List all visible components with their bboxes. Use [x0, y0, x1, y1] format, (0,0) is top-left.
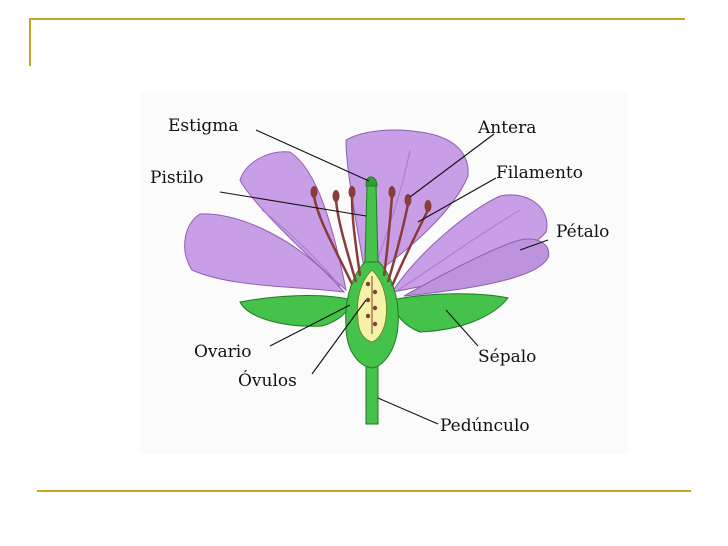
- petal-far-right: [403, 238, 550, 297]
- anther: [388, 186, 396, 198]
- ovary: [345, 255, 399, 369]
- label-estigma: Estigma: [168, 116, 239, 136]
- label-sepalo: Sépalo: [478, 347, 536, 367]
- label-ovario: Ovario: [194, 342, 251, 362]
- leader-estigma: [255, 129, 370, 182]
- leader-petalo: [519, 239, 549, 251]
- ovules: [365, 276, 378, 334]
- petal-vein: [397, 209, 521, 291]
- leader-filamento: [417, 177, 497, 223]
- stigma: [365, 176, 378, 187]
- bottom-accent-rule: [37, 490, 691, 492]
- petal-vein: [261, 209, 341, 287]
- label-pistilo: Pistilo: [150, 168, 204, 188]
- stamens: [310, 186, 432, 287]
- leader-pedunculo: [377, 397, 439, 425]
- petals: [184, 129, 550, 297]
- peduncle: [365, 359, 379, 425]
- anther: [424, 200, 432, 212]
- top-accent-rule: [31, 18, 685, 20]
- petal-far-left: [184, 213, 346, 293]
- leader-ovulos: [311, 299, 367, 375]
- label-antera: Antera: [477, 118, 536, 138]
- leader-ovario: [269, 304, 351, 347]
- leader-pistilo: [219, 191, 367, 217]
- style: [364, 185, 379, 263]
- anther: [332, 190, 340, 202]
- corner-accent-rule: [29, 18, 31, 66]
- leader-antera: [409, 133, 495, 198]
- petal-left: [239, 151, 347, 292]
- leader-lines: [219, 129, 549, 425]
- sepal-right: [391, 293, 509, 333]
- leader-sepalo: [445, 309, 479, 347]
- label-ovulos: Óvulos: [238, 370, 297, 391]
- anther: [348, 186, 356, 198]
- label-petalo: Pétalo: [556, 222, 609, 242]
- labels: Estigma Antera Pistilo Filamento Pétalo …: [150, 116, 609, 436]
- label-pedunculo: Pedúnculo: [440, 416, 530, 436]
- label-filamento: Filamento: [496, 163, 583, 183]
- anther: [404, 194, 412, 206]
- anther: [310, 186, 318, 198]
